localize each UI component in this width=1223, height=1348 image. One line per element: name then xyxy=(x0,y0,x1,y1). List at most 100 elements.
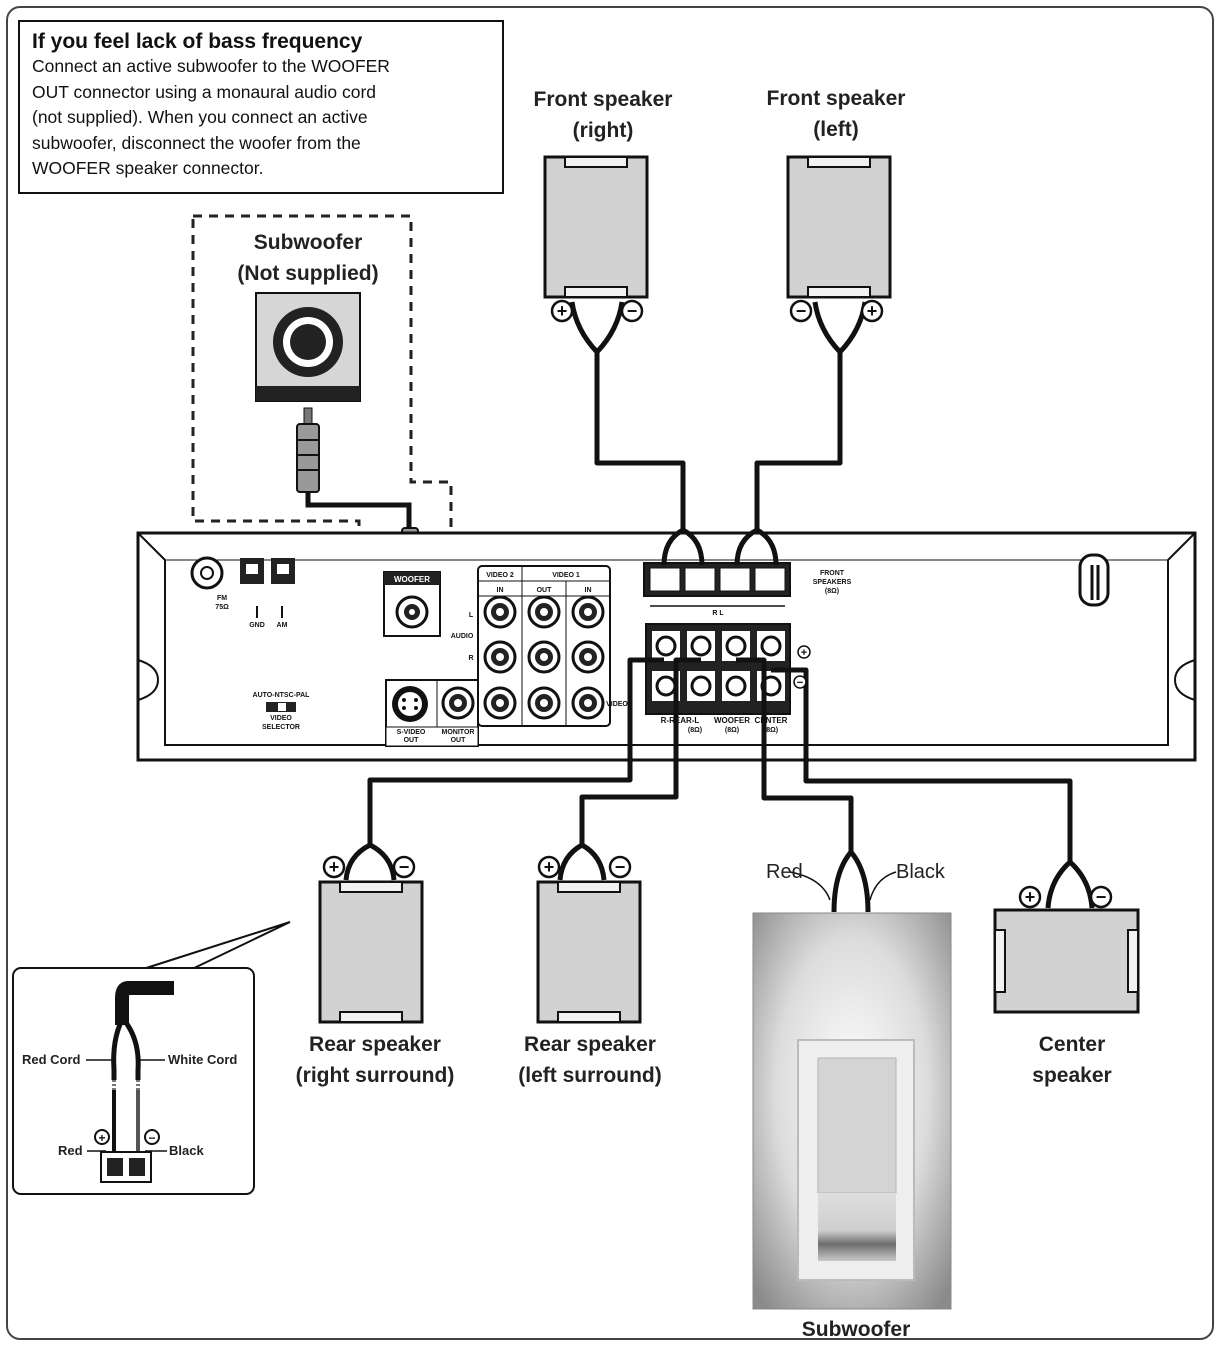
rca-jacks xyxy=(441,595,605,720)
svg-text:AM: AM xyxy=(277,622,288,629)
active-subwoofer-icon xyxy=(255,292,361,402)
minus-sign: − xyxy=(627,301,638,321)
subwoofer-label: Subwoofer xyxy=(801,1318,911,1341)
svg-text:GND: GND xyxy=(249,622,265,629)
note-line: (not supplied). When you connect an acti… xyxy=(32,107,368,127)
rca-jack xyxy=(483,686,517,720)
rear-speaker-right-icon xyxy=(318,880,424,1024)
speaker-terminals-rear-woofer-center xyxy=(645,623,791,715)
plus-sign: + xyxy=(1025,887,1036,907)
svg-text:VIDEO: VIDEO xyxy=(270,715,292,722)
svg-text:WOOFER: WOOFER xyxy=(394,575,430,584)
note-title: If you feel lack of bass frequency xyxy=(32,30,363,53)
plus-terminal-icon: + xyxy=(860,299,884,323)
svg-text:SPEAKERS: SPEAKERS xyxy=(813,579,852,586)
minus-terminal-icon: − xyxy=(1089,885,1113,909)
svg-text:R L: R L xyxy=(712,610,724,617)
minus-terminal-icon: − xyxy=(392,855,416,879)
note-line: WOOFER speaker connector. xyxy=(32,158,264,178)
svg-text:SELECTOR: SELECTOR xyxy=(262,724,300,731)
minus-sign: − xyxy=(399,857,410,877)
svg-text:OUT: OUT xyxy=(537,587,553,594)
minus-sign: − xyxy=(1096,887,1107,907)
plus-terminal-icon: + xyxy=(1018,885,1042,909)
rca-jack xyxy=(571,640,605,674)
minus-terminal-icon: − xyxy=(793,675,807,689)
svg-text:(8Ω): (8Ω) xyxy=(725,727,739,734)
plus-terminal-icon: + xyxy=(550,299,574,323)
speaker-cables xyxy=(343,301,1095,913)
svg-text:FM: FM xyxy=(217,595,227,602)
power-cord-grommet xyxy=(1078,553,1110,607)
inset-callout-lines xyxy=(139,921,291,971)
minus-terminal-icon: − xyxy=(608,855,632,879)
svg-text:WOOFER: WOOFER xyxy=(714,716,750,725)
svg-text:IN: IN xyxy=(585,587,592,594)
inset-red-label: Red xyxy=(58,1143,83,1158)
minus-terminal-icon: − xyxy=(789,299,813,323)
page-frame xyxy=(6,6,1214,1340)
svg-text:L: L xyxy=(469,612,474,619)
svg-text:(8Ω): (8Ω) xyxy=(825,588,839,595)
rear-speaker-left-icon xyxy=(536,880,642,1024)
black-label-leader xyxy=(869,871,897,901)
polarity-marks: + − − + + − + − + − + − xyxy=(322,299,1113,909)
mono-audio-cord xyxy=(305,492,412,530)
plus-sign: + xyxy=(867,301,878,321)
inset-wire-detail: + − xyxy=(12,967,255,1195)
svg-text:75Ω: 75Ω xyxy=(215,604,229,611)
fm-antenna-jack xyxy=(190,556,224,590)
plus-terminal-icon: + xyxy=(322,855,346,879)
rca-jack xyxy=(571,686,605,720)
inset-plus-icon: + xyxy=(98,1131,105,1145)
front-left-label: Front speaker (left) xyxy=(766,87,906,141)
active-subwoofer-label: Subwoofer (Not supplied) xyxy=(237,231,379,285)
black-wire-label: Black xyxy=(896,861,945,883)
rca-jack xyxy=(483,640,517,674)
plus-terminal-icon: + xyxy=(537,855,561,879)
svg-text:MONITOR: MONITOR xyxy=(442,729,475,736)
rca-jack xyxy=(571,595,605,629)
inset-minus-icon: − xyxy=(148,1131,155,1145)
rear-left-label: Rear speaker (left surround) xyxy=(518,1033,662,1087)
svg-text:IN: IN xyxy=(497,587,504,594)
front-speaker-right-icon xyxy=(543,155,649,299)
plus-sign: + xyxy=(544,857,555,877)
svg-text:(8Ω): (8Ω) xyxy=(688,727,702,734)
minus-sign: − xyxy=(797,677,803,689)
plus-sign: + xyxy=(557,301,568,321)
front-speaker-terminals xyxy=(643,562,791,607)
svg-text:AUDIO: AUDIO xyxy=(451,633,474,640)
rca-jack xyxy=(441,686,475,720)
panel-labels: FM 75Ω GND AM WOOFER VIDEO 2 VIDEO 1 IN … xyxy=(215,570,851,744)
center-speaker-icon xyxy=(993,908,1140,1014)
rca-plug-icon xyxy=(296,407,320,493)
rca-jack xyxy=(527,686,561,720)
note-line: Connect an active subwoofer to the WOOFE… xyxy=(32,56,390,76)
svg-text:CENTER: CENTER xyxy=(755,716,788,725)
woofer-out-jack xyxy=(383,571,441,637)
minus-sign: − xyxy=(615,857,626,877)
bass-note-box: If you feel lack of bass frequency Conne… xyxy=(18,20,504,194)
minus-terminal-icon: − xyxy=(620,299,644,323)
note-line: subwoofer, disconnect the woofer from th… xyxy=(32,132,361,153)
note-body: Connect an active subwoofer to the WOOFE… xyxy=(32,54,490,182)
rca-jack xyxy=(527,595,561,629)
svg-text:VIDEO 2: VIDEO 2 xyxy=(486,572,514,579)
svg-text:OUT: OUT xyxy=(451,737,467,744)
plus-terminal-icon: + xyxy=(797,645,811,659)
plus-sign: + xyxy=(801,647,807,659)
center-speaker-label: Center speaker xyxy=(1032,1033,1112,1087)
video-selector-switch xyxy=(266,702,296,712)
am-gnd-terminals xyxy=(240,558,295,618)
svg-text:FRONT: FRONT xyxy=(820,570,845,577)
plus-sign: + xyxy=(329,857,340,877)
rca-jack xyxy=(483,595,517,629)
svg-text:(8Ω): (8Ω) xyxy=(764,727,778,734)
note-line: OUT connector using a monaural audio cor… xyxy=(32,81,377,102)
subwoofer-icon xyxy=(752,912,952,1310)
svg-text:VIDEO 1: VIDEO 1 xyxy=(552,572,580,579)
svg-text:R: R xyxy=(468,655,473,662)
